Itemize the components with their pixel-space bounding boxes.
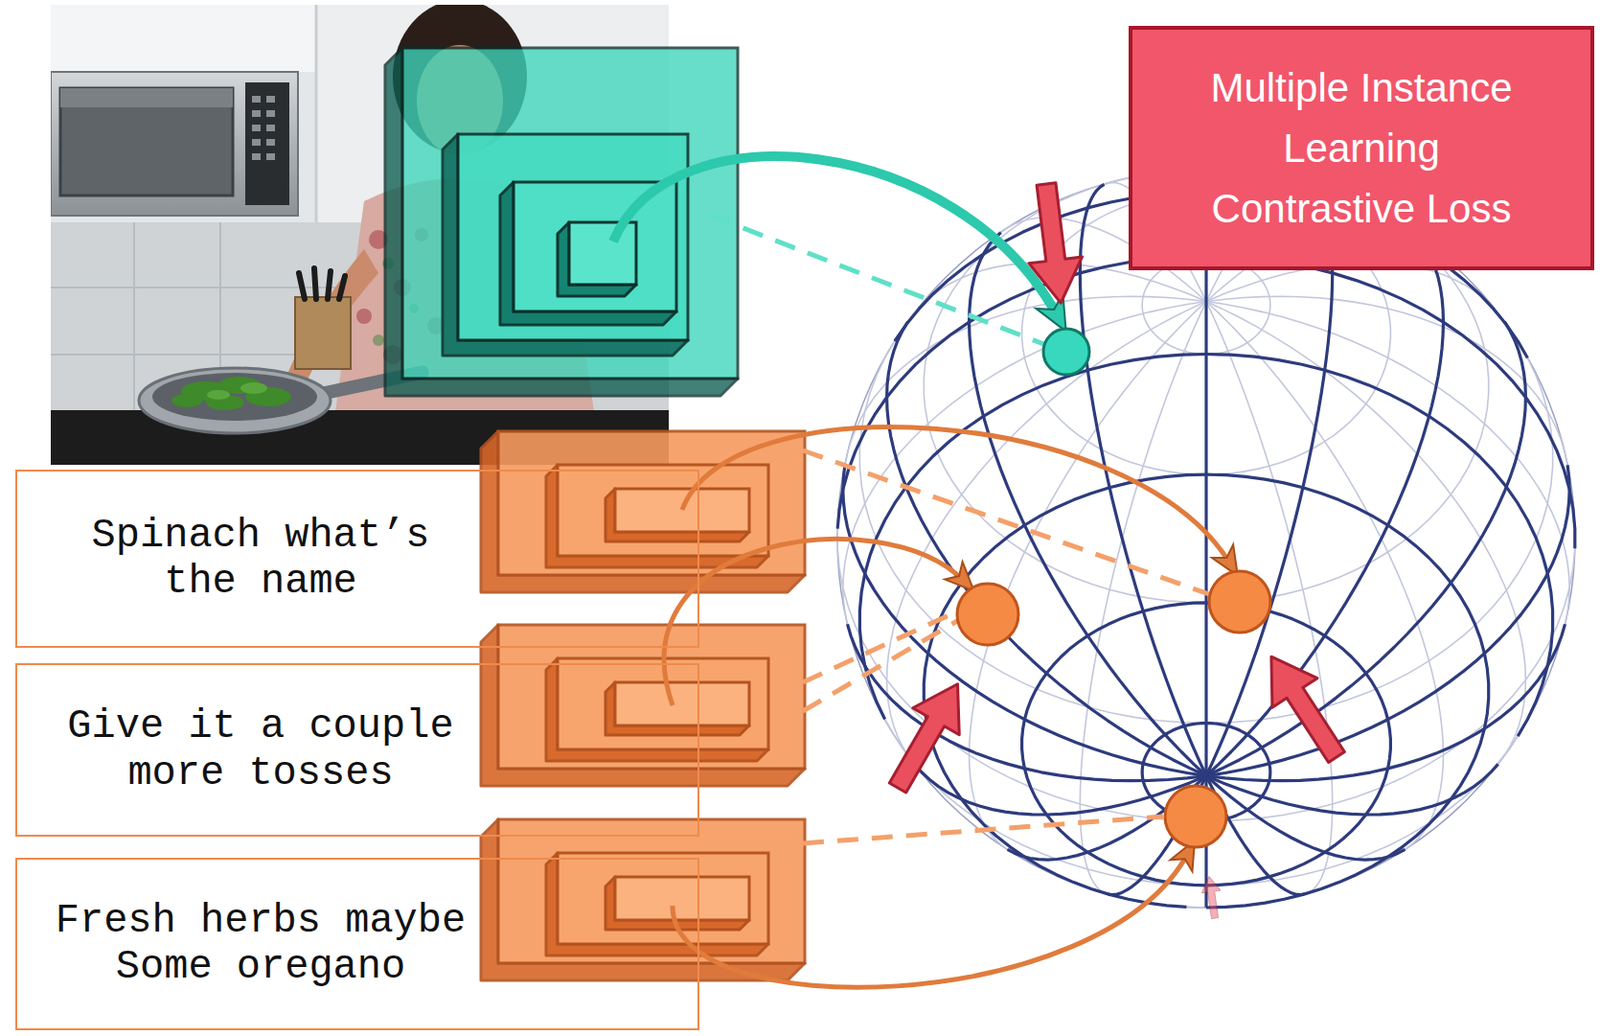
grid-line bbox=[969, 301, 1208, 850]
block-side bbox=[546, 464, 769, 568]
grid-line bbox=[1206, 776, 1406, 861]
grid-line bbox=[1079, 183, 1207, 776]
encoder-arrow bbox=[682, 427, 1231, 564]
grid-line bbox=[1206, 301, 1444, 850]
block-face bbox=[498, 819, 805, 963]
pull-arrow bbox=[1019, 181, 1088, 307]
block-side bbox=[605, 488, 750, 542]
dashed-line bbox=[802, 816, 1164, 844]
grid-line bbox=[1206, 321, 1526, 777]
subtitle-text: Fresh herbs maybe Some oregano bbox=[44, 897, 478, 991]
grid-line bbox=[1206, 464, 1570, 776]
grid-line bbox=[1206, 763, 1499, 815]
sphere-outline bbox=[837, 169, 1576, 908]
subtitle-box: Fresh herbs maybe Some oregano bbox=[15, 857, 700, 1030]
block-side bbox=[557, 222, 637, 297]
subtitle-text: Spinach what’s the name bbox=[44, 512, 478, 606]
subtitle-text: Give it a couple more tosses bbox=[44, 703, 478, 797]
block-side bbox=[480, 431, 805, 593]
text-embedding bbox=[1165, 785, 1227, 847]
grid-line bbox=[1206, 623, 1566, 780]
encoder-arrow bbox=[663, 538, 964, 706]
grid-line bbox=[914, 763, 1207, 815]
block-face bbox=[402, 47, 738, 379]
subtitle-box: Give it a couple more tosses bbox=[15, 662, 700, 837]
text-encoders bbox=[480, 431, 805, 981]
grid-line bbox=[1186, 906, 1207, 909]
projection-lines bbox=[710, 215, 1210, 844]
pull-arrow bbox=[1248, 641, 1359, 772]
block-side bbox=[546, 852, 769, 956]
block-side bbox=[480, 819, 805, 981]
subtitle-box: Spinach what’s the name bbox=[15, 469, 700, 648]
block-face bbox=[498, 431, 805, 575]
block-face bbox=[513, 182, 677, 312]
block-face bbox=[457, 134, 688, 341]
block-face bbox=[615, 682, 750, 726]
grid-line bbox=[847, 623, 1208, 780]
video-embedding bbox=[1043, 328, 1090, 375]
block-face bbox=[615, 488, 750, 532]
text-encoder bbox=[480, 819, 805, 981]
text-embedding bbox=[1209, 571, 1271, 633]
block-side bbox=[442, 134, 688, 356]
grid-line bbox=[843, 464, 1207, 776]
text-encoder bbox=[480, 431, 805, 593]
block-face bbox=[557, 852, 769, 944]
dashed-line bbox=[802, 450, 1210, 595]
text-embedding bbox=[957, 583, 1019, 645]
grid-line bbox=[1206, 262, 1505, 322]
dashed-line bbox=[802, 611, 958, 683]
grid-line bbox=[885, 719, 1519, 886]
block-face bbox=[557, 464, 769, 556]
sphere-back-grid bbox=[837, 169, 1576, 908]
loss-box: Multiple Instance Learning Contrastive L… bbox=[1128, 25, 1595, 271]
loss-label: Multiple Instance Learning Contrastive L… bbox=[1188, 57, 1535, 239]
block-side bbox=[546, 658, 769, 761]
block-side bbox=[480, 624, 805, 786]
encoder-arrow bbox=[672, 852, 1189, 987]
video-encoder bbox=[385, 47, 738, 396]
grid-line bbox=[1206, 183, 1333, 776]
pull-arrow bbox=[874, 670, 982, 801]
sphere-front-grid bbox=[837, 169, 1576, 908]
grid-line bbox=[1206, 474, 1489, 908]
block-face bbox=[615, 876, 750, 920]
grid-line bbox=[859, 354, 1207, 720]
block-side bbox=[605, 682, 750, 735]
grid-line bbox=[1206, 301, 1526, 765]
encoder-arrow bbox=[613, 156, 1058, 317]
embedding-sphere bbox=[837, 169, 1576, 908]
block-side bbox=[500, 182, 677, 325]
loss-arrows bbox=[874, 181, 1360, 920]
block-side bbox=[385, 47, 738, 396]
block-face bbox=[569, 222, 637, 285]
text-encoder bbox=[480, 624, 805, 786]
grid-line bbox=[1206, 232, 1444, 777]
pull-arrow bbox=[1199, 874, 1224, 919]
